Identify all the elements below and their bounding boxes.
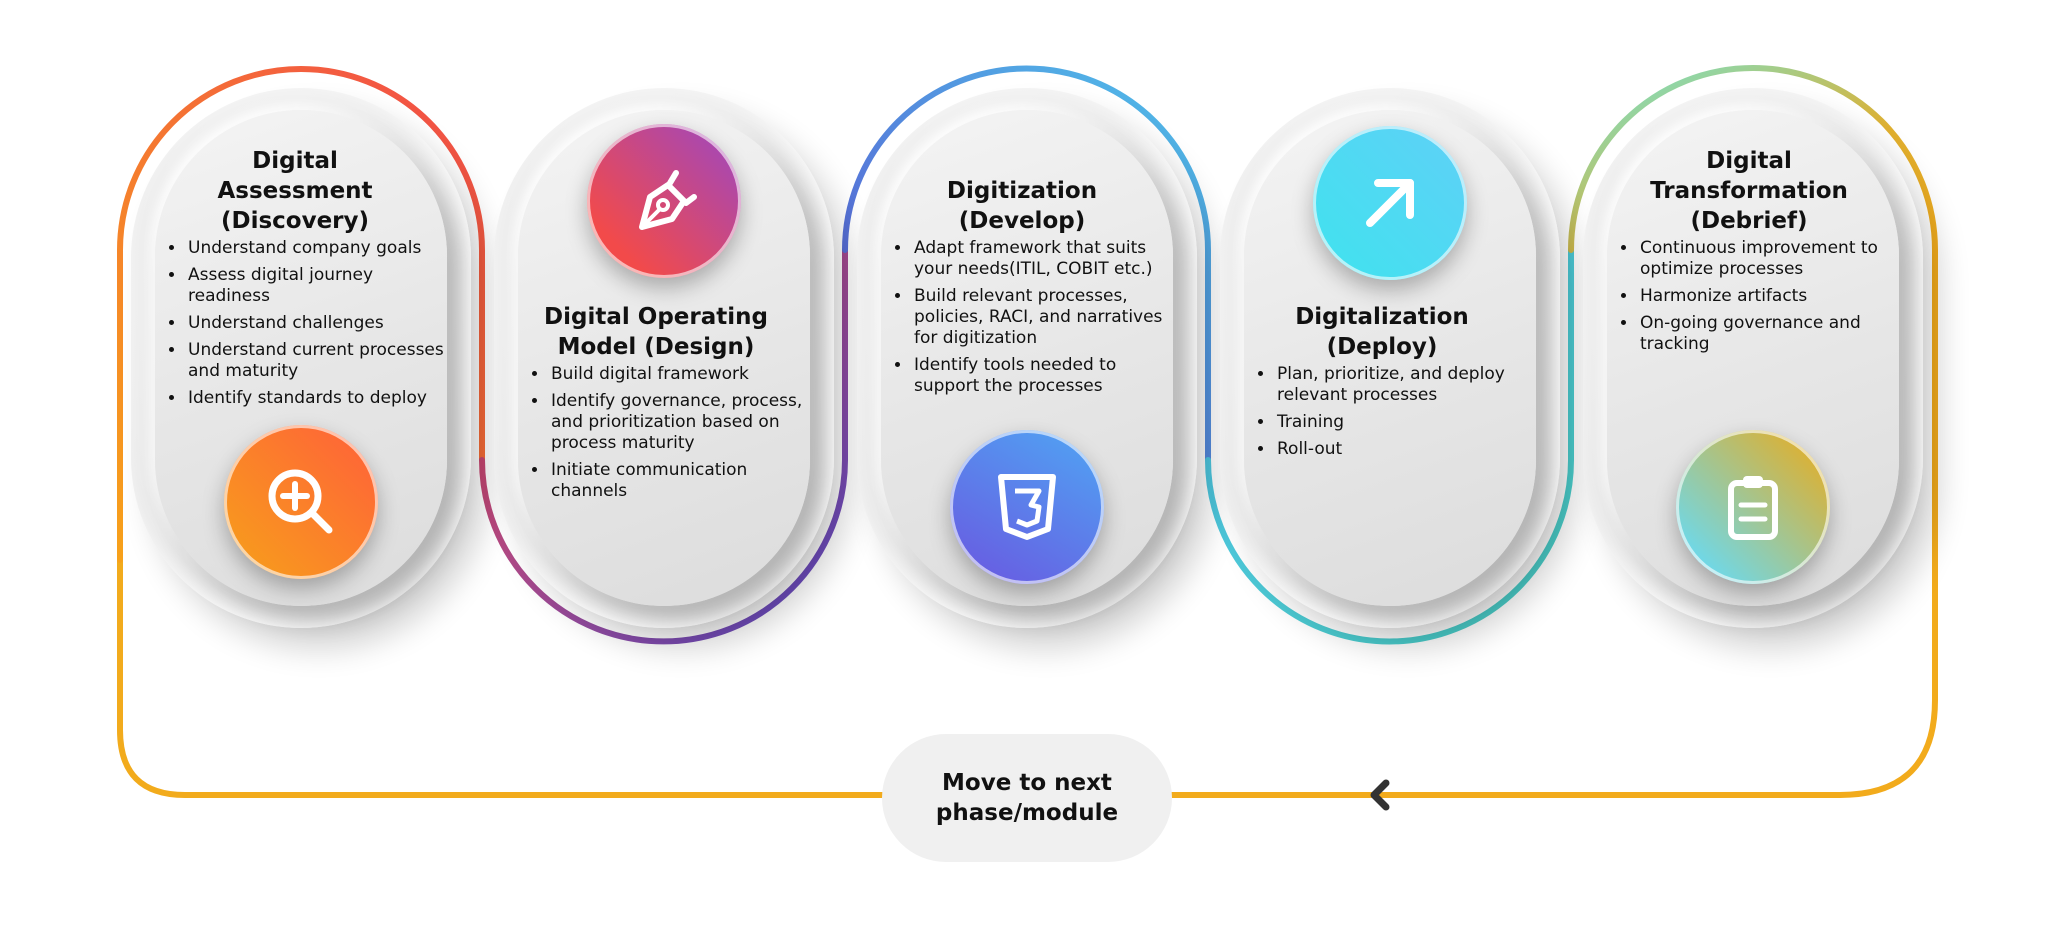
list-item: Plan, prioritize, and deploy relevant pr… — [1275, 364, 1533, 406]
list-item: Identify standards to deploy — [186, 388, 444, 409]
phase-2-arc — [479, 247, 848, 645]
loop-right-segment — [1167, 247, 1938, 798]
phase-1-bullets: Understand company goals Assess digital … — [166, 238, 444, 415]
pen-nib-icon — [639, 170, 697, 230]
css3-shield-icon — [998, 474, 1056, 540]
phase-3-title: Digitization (Develop) — [946, 178, 1098, 234]
phase-1-arc — [117, 66, 485, 563]
list-item: Continuous improvement to optimize proce… — [1638, 238, 1896, 280]
list-item: Initiate communication channels — [549, 460, 807, 502]
list-item: Training — [1275, 412, 1533, 433]
list-item: Adapt framework that suits your needs(IT… — [912, 238, 1170, 280]
list-item: Identify governance, process, and priori… — [549, 391, 807, 454]
list-item: Understand company goals — [186, 238, 444, 259]
list-item: Assess digital journey readiness — [186, 265, 444, 307]
list-item: Understand challenges — [186, 313, 444, 334]
phase-3-icon-badge — [950, 430, 1104, 584]
list-item: Understand current processes and maturit… — [186, 340, 444, 382]
flow-direction-arrow-icon — [1370, 779, 1390, 811]
zoom-in-magnifier-icon — [268, 469, 333, 534]
phase-5-title: Digital Transformation (Debrief) — [1650, 148, 1848, 234]
phase-1-title: Digital Assessment (Discovery) — [217, 148, 373, 234]
phase-5-bullets: Continuous improvement to optimize proce… — [1618, 238, 1896, 361]
phase-3-arc — [842, 65, 1211, 463]
phase-2-bullets: Build digital framework Identify governa… — [529, 364, 807, 508]
list-item: On-going governance and tracking — [1638, 313, 1896, 355]
phase-1-icon-badge — [224, 425, 378, 579]
phase-5-arc — [1568, 65, 1938, 253]
list-item: Build relevant processes, policies, RACI… — [912, 286, 1170, 349]
list-item: Identify tools needed to support the pro… — [912, 355, 1170, 397]
phase-2-icon-badge — [587, 124, 741, 278]
list-item: Build digital framework — [549, 364, 807, 385]
arrow-up-right-icon — [1366, 179, 1414, 227]
phase-2-title: Digital Operating Model (Design) — [544, 304, 768, 360]
phase-3-bullets: Adapt framework that suits your needs(IT… — [892, 238, 1170, 403]
phase-4-icon-badge — [1313, 126, 1467, 280]
move-to-next-phase-label: Move to next phase/module — [882, 734, 1172, 862]
phase-4-arc — [1205, 247, 1574, 645]
loop-left-segment — [117, 557, 893, 798]
list-item: Harmonize artifacts — [1638, 286, 1896, 307]
phase-4-title: Digitalization (Deploy) — [1295, 304, 1469, 360]
clipboard-icon — [1728, 476, 1778, 540]
phase-5-icon-badge — [1676, 430, 1830, 584]
list-item: Roll-out — [1275, 439, 1533, 460]
phase-4-bullets: Plan, prioritize, and deploy relevant pr… — [1255, 364, 1533, 466]
